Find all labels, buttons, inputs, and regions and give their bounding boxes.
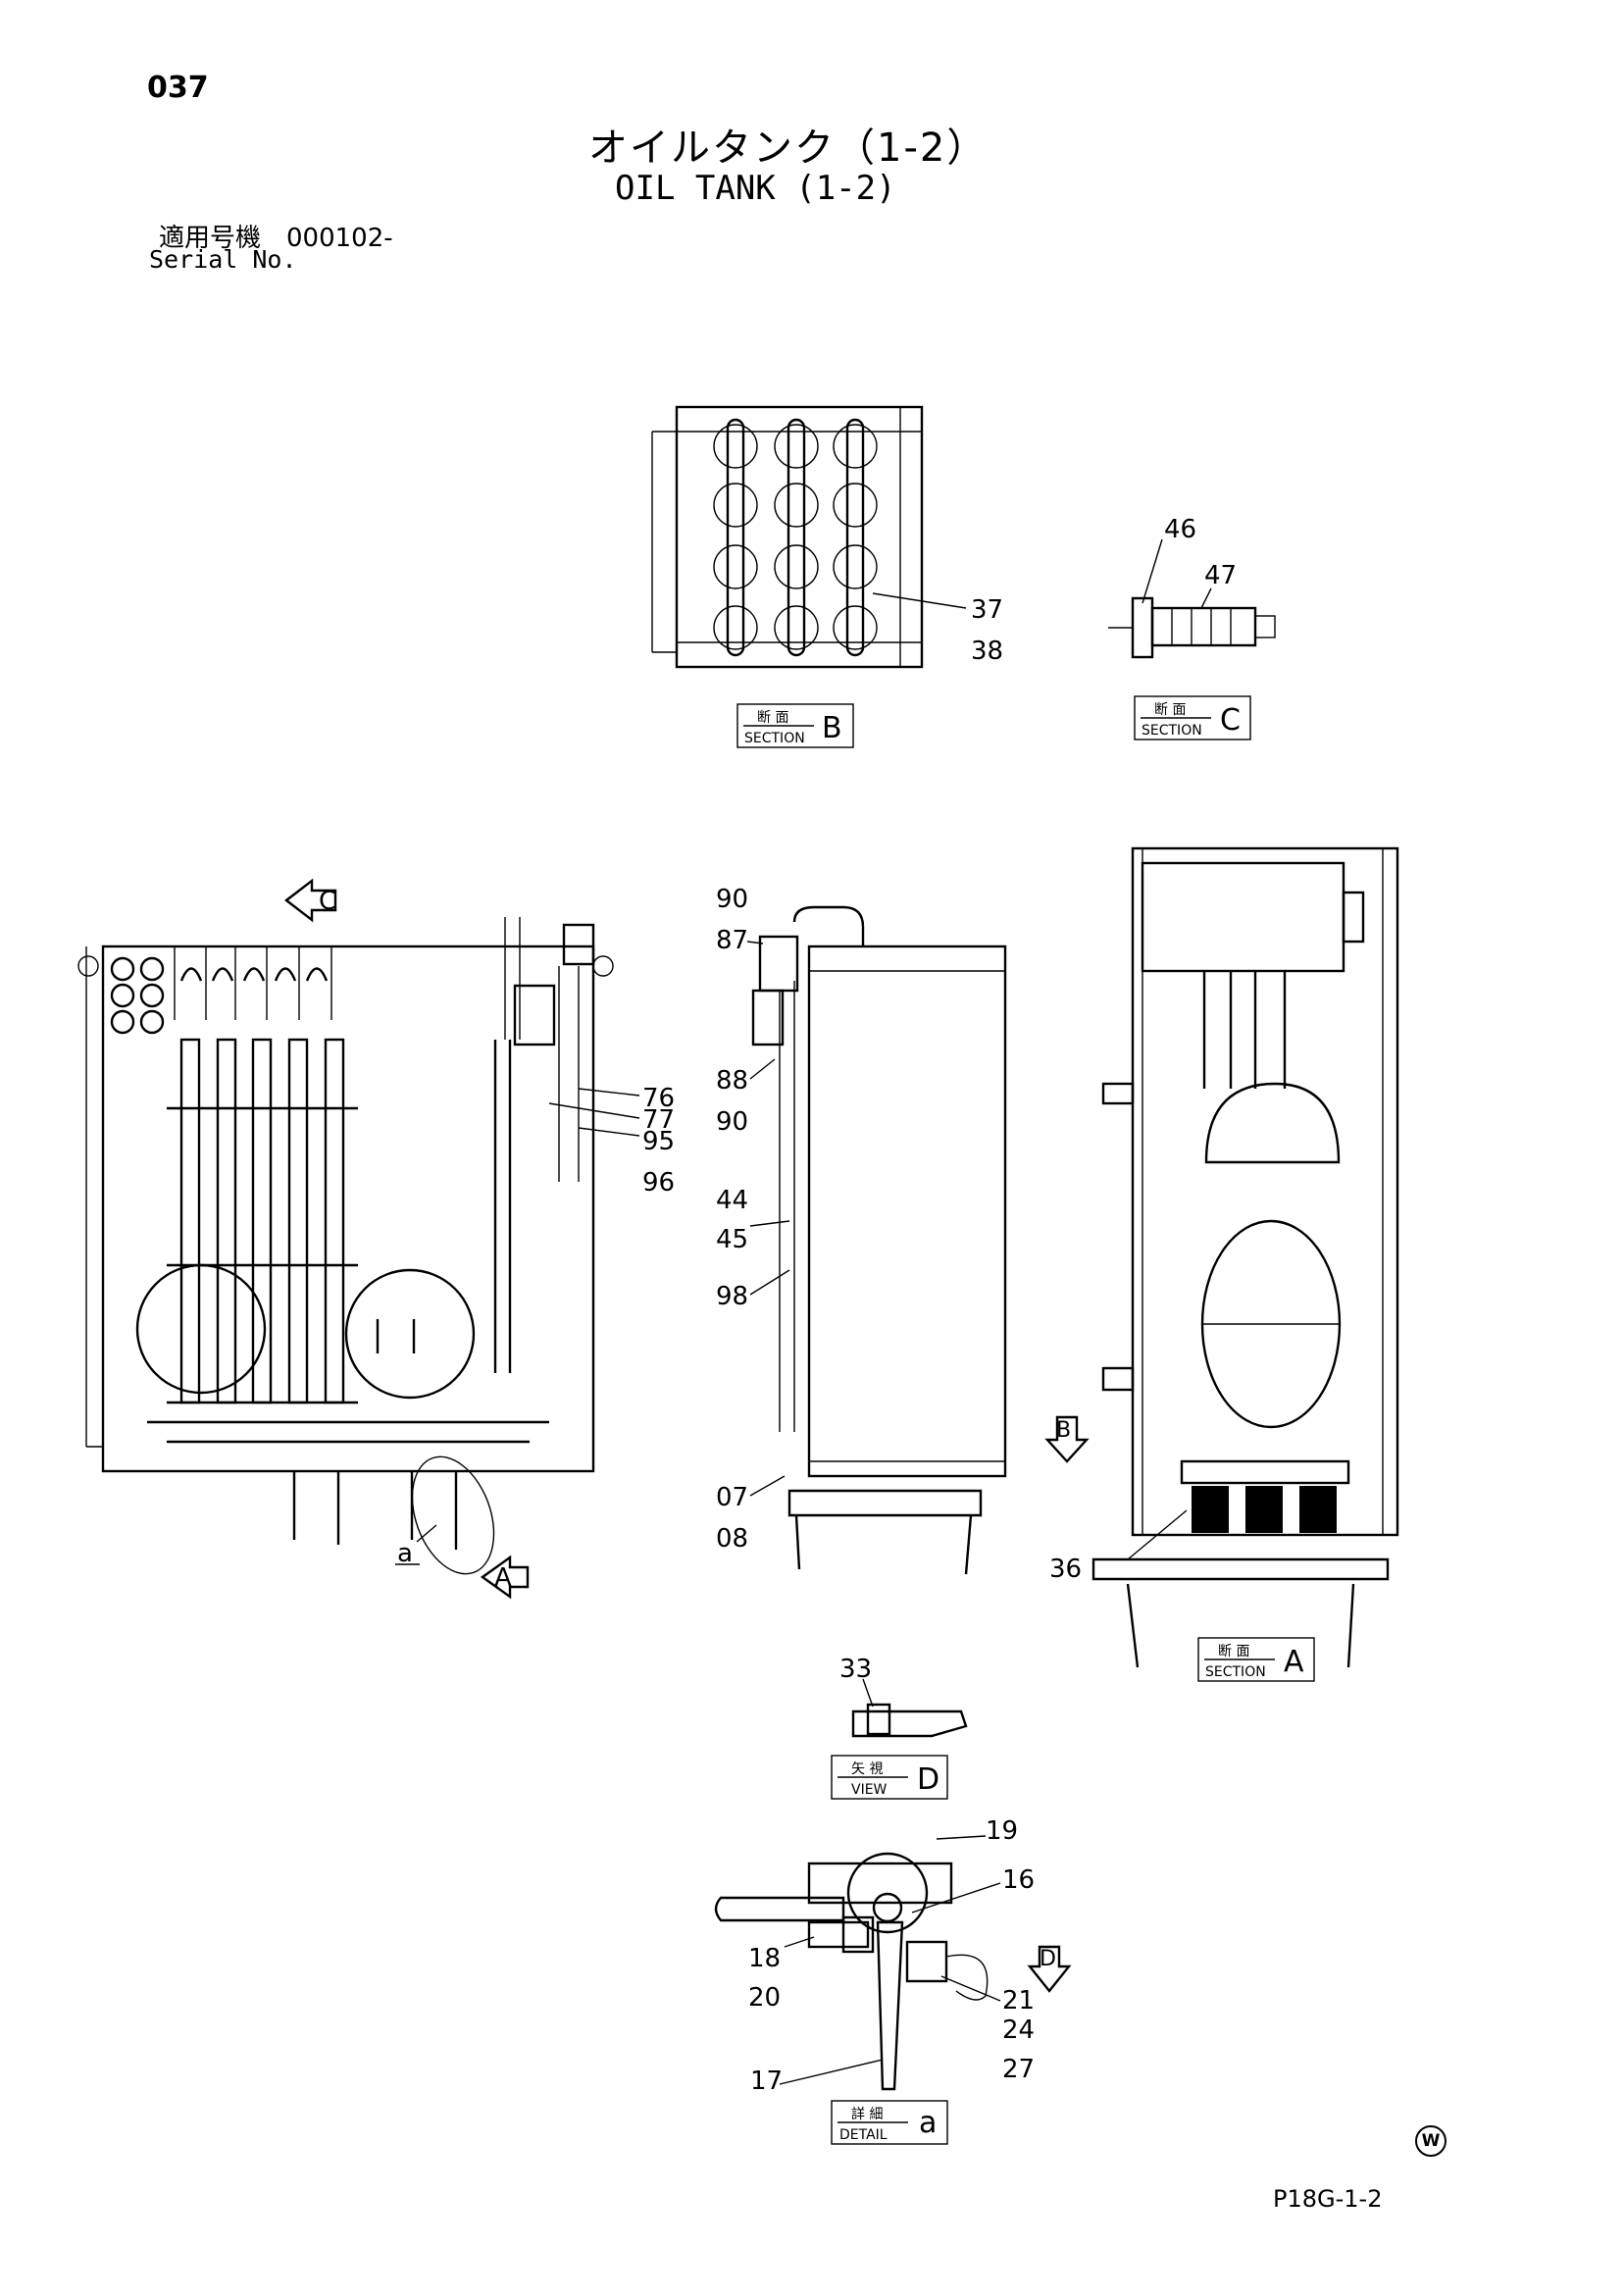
section-a-view <box>1091 846 1399 1668</box>
callout-95: 95 <box>642 1127 675 1156</box>
svg-text:D: D <box>1040 1947 1056 1971</box>
detail-a-label: 詳 細 DETAIL a <box>831 2100 948 2145</box>
callout-08: 08 <box>716 1524 748 1554</box>
detail-a-drawing <box>714 1852 989 2091</box>
svg-text:VIEW: VIEW <box>851 1782 888 1798</box>
valve-rows <box>167 1038 358 1404</box>
svg-text:SECTION: SECTION <box>1205 1664 1266 1680</box>
right-view-arrow-b: B <box>1044 1415 1090 1463</box>
oil-tank-side-view <box>751 905 1007 1575</box>
page-number: 037 <box>147 71 209 105</box>
section-b-label: 断 面 SECTION B <box>736 703 854 748</box>
svg-text:C: C <box>1220 703 1241 738</box>
drawing-code: P18G-1-2 <box>1273 2185 1383 2213</box>
svg-text:SECTION: SECTION <box>744 731 805 746</box>
svg-text:A: A <box>494 1563 512 1593</box>
callout-77: 77 <box>642 1105 675 1135</box>
callout-87: 87 <box>716 926 748 955</box>
svg-text:詳 細: 詳 細 <box>851 2107 883 2122</box>
svg-text:A: A <box>1284 1645 1304 1679</box>
callout-44: 44 <box>716 1186 748 1215</box>
callout-37: 37 <box>971 595 1003 625</box>
left-view-arrow-a: A <box>480 1555 530 1600</box>
callout-36: 36 <box>1049 1555 1082 1584</box>
callout-38: 38 <box>971 637 1003 666</box>
callout-24: 24 <box>1002 2015 1035 2045</box>
callout-46: 46 <box>1164 515 1196 544</box>
serial-label-english: Serial No. <box>149 245 297 274</box>
callout-16: 16 <box>1002 1865 1035 1895</box>
callout-33: 33 <box>839 1655 872 1684</box>
callout-20: 20 <box>748 1983 781 2013</box>
callout-90-top: 90 <box>716 885 748 914</box>
svg-text:断 面: 断 面 <box>1218 1644 1249 1659</box>
callout-19: 19 <box>986 1816 1018 1846</box>
left-view-arrow-c: C <box>284 878 337 923</box>
svg-text:断 面: 断 面 <box>1154 702 1186 718</box>
w-mark: W <box>1415 2125 1446 2157</box>
section-c-label: 断 面 SECTION C <box>1134 695 1251 740</box>
svg-text:a: a <box>919 2106 937 2140</box>
svg-text:DETAIL: DETAIL <box>839 2127 888 2143</box>
section-c-view <box>1108 538 1276 659</box>
section-b-view <box>651 405 967 669</box>
callout-76: 76 <box>642 1084 675 1113</box>
callout-45: 45 <box>716 1225 748 1254</box>
callout-21: 21 <box>1002 1986 1035 2015</box>
detail-ref-leader <box>416 1524 437 1543</box>
svg-text:C: C <box>319 887 336 916</box>
callout-27: 27 <box>1002 2055 1035 2084</box>
callout-47: 47 <box>1204 561 1237 590</box>
view-d-drawing <box>851 1678 968 1738</box>
callout-18: 18 <box>748 1944 781 1973</box>
callout-98: 98 <box>716 1282 748 1311</box>
svg-text:SECTION: SECTION <box>1142 723 1202 739</box>
page-title-japanese: オイルタンク（1-2） <box>588 126 989 171</box>
oil-tank-front-view <box>77 917 614 1575</box>
detail-ref-a: a <box>397 1539 413 1568</box>
bolt-grid <box>713 418 878 657</box>
callout-90-bottom: 90 <box>716 1107 748 1137</box>
svg-text:D: D <box>917 1762 939 1797</box>
section-a-label: 断 面 SECTION A <box>1197 1637 1315 1682</box>
callout-17: 17 <box>750 2066 783 2096</box>
view-arrow-d: D <box>1027 1945 1072 1993</box>
callout-96: 96 <box>642 1168 675 1198</box>
view-d-label: 矢 視 VIEW D <box>831 1755 948 1800</box>
page-title-english: OIL TANK (1-2) <box>615 169 896 208</box>
callout-88: 88 <box>716 1066 748 1096</box>
svg-text:矢 視: 矢 視 <box>851 1761 883 1777</box>
svg-text:B: B <box>1056 1418 1071 1443</box>
serial-label-japanese: 適用号機 000102- <box>159 224 393 253</box>
svg-text:断 面: 断 面 <box>757 710 788 726</box>
svg-text:B: B <box>822 711 842 745</box>
callout-07: 07 <box>716 1483 748 1512</box>
